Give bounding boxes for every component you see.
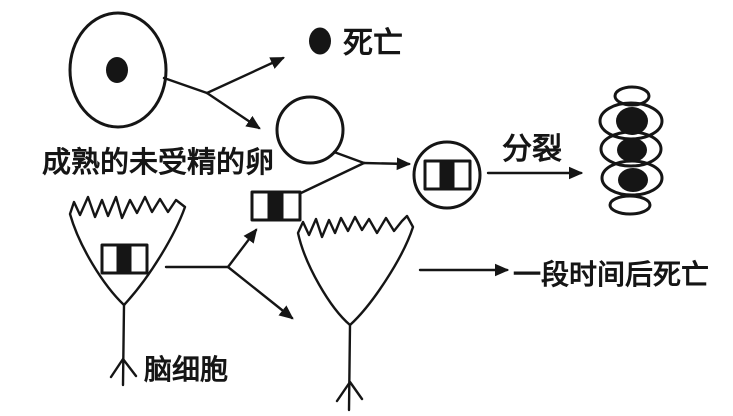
mature-egg-cell-icon xyxy=(68,11,168,129)
donor-nucleus-icon xyxy=(250,190,302,222)
egg-label: 成熟的未受精的卵 xyxy=(42,145,274,179)
dividing-embryo-icon xyxy=(598,85,664,216)
enucleated-egg-icon xyxy=(275,95,345,165)
egg-branch-arrows xyxy=(162,56,285,130)
enucleated-neuron-icon xyxy=(296,214,415,412)
axon-arrowhead-icon xyxy=(335,380,364,403)
axon-arrowhead-icon xyxy=(109,357,138,379)
delayed-death-label: 一段时间后死亡 xyxy=(513,258,709,290)
dead-nucleus-icon xyxy=(309,27,331,55)
brain-cell-label: 脑细胞 xyxy=(144,353,228,385)
egg-nucleus-icon xyxy=(106,57,128,83)
fusion-connectors xyxy=(299,150,412,195)
division-label: 分裂 xyxy=(502,133,562,166)
death-label: 死亡 xyxy=(343,27,403,60)
recombined-cell-icon xyxy=(412,140,482,210)
brain-cell-branch-arrows xyxy=(164,228,294,320)
brain-cell-neuron-icon xyxy=(68,195,187,387)
